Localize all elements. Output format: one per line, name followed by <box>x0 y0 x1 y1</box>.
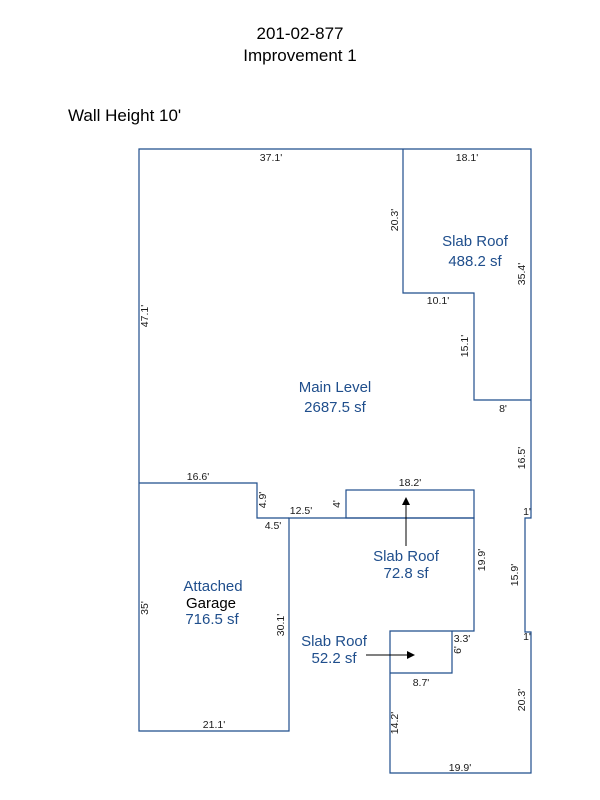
dim-right-16-5: 16.5' <box>516 447 528 469</box>
garage-divider <box>139 482 289 519</box>
main-level-size: 2687.5 sf <box>304 399 367 416</box>
slab-roof-1-outline <box>402 149 531 401</box>
dim-slab3-right: 3.3' <box>454 633 471 645</box>
dim-slab1-top: 18.1' <box>456 152 478 164</box>
main-level-outline <box>138 148 532 774</box>
dim-garage-bottom: 21.1' <box>203 719 225 731</box>
dim-garage-right: 30.1' <box>275 614 287 636</box>
dim-main-left: 47.1' <box>139 305 151 327</box>
main-level-name: Main Level <box>299 379 372 396</box>
improvement-title: Improvement 1 <box>243 46 357 65</box>
dim-slab2-top: 18.2' <box>399 477 421 489</box>
dim-slab1-left: 20.3' <box>389 209 401 231</box>
slab-roof-1-name: Slab Roof <box>442 233 509 250</box>
garage-name-line1: Attached <box>183 578 242 595</box>
dim-garage-left: 35' <box>139 601 151 615</box>
slab-roof-1-size: 488.2 sf <box>448 253 502 270</box>
dim-bottom-left: 14.2' <box>389 712 401 734</box>
dim-slab1-step: 10.1' <box>427 295 449 307</box>
slab-roof-2-size: 72.8 sf <box>383 565 429 582</box>
slab-roof-2-outline <box>345 489 475 519</box>
dim-slab1-step-vert: 15.1' <box>459 335 471 357</box>
dim-main-top: 37.1' <box>260 152 282 164</box>
dim-slab3-6: 6' <box>452 646 464 654</box>
dim-right-1-a: 1' <box>523 506 531 518</box>
wall-height-label: Wall Height 10' <box>68 106 182 125</box>
slab-roof-3-size: 52.2 sf <box>311 650 357 667</box>
slab-roof-2-name: Slab Roof <box>373 548 440 565</box>
garage-size: 716.5 sf <box>185 611 239 628</box>
dim-right-20-3: 20.3' <box>516 689 528 711</box>
dim-jog-4-9: 4.9' <box>257 492 269 509</box>
dim-slab2-left: 4' <box>331 500 343 508</box>
dim-step-8: 8' <box>499 403 507 415</box>
dim-garage-top: 16.6' <box>187 471 209 483</box>
slab-roof-3-name: Slab Roof <box>301 633 368 650</box>
parcel-number: 201-02-877 <box>256 24 344 43</box>
slab-roof-3-outline <box>390 631 453 674</box>
dim-right-15-9: 15.9' <box>509 564 521 586</box>
dim-right-1-b: 1' <box>523 631 531 643</box>
dim-slab3-bottom: 8.7' <box>413 677 430 689</box>
garage-name-line2: Garage <box>186 595 236 612</box>
dim-bottom-19-9: 19.9' <box>449 762 471 774</box>
dim-slab1-right: 35.4' <box>516 263 528 285</box>
dim-jog-12-5: 12.5' <box>290 505 312 517</box>
dim-jog-4-5: 4.5' <box>265 520 282 532</box>
dim-center-19-9: 19.9' <box>476 549 488 571</box>
